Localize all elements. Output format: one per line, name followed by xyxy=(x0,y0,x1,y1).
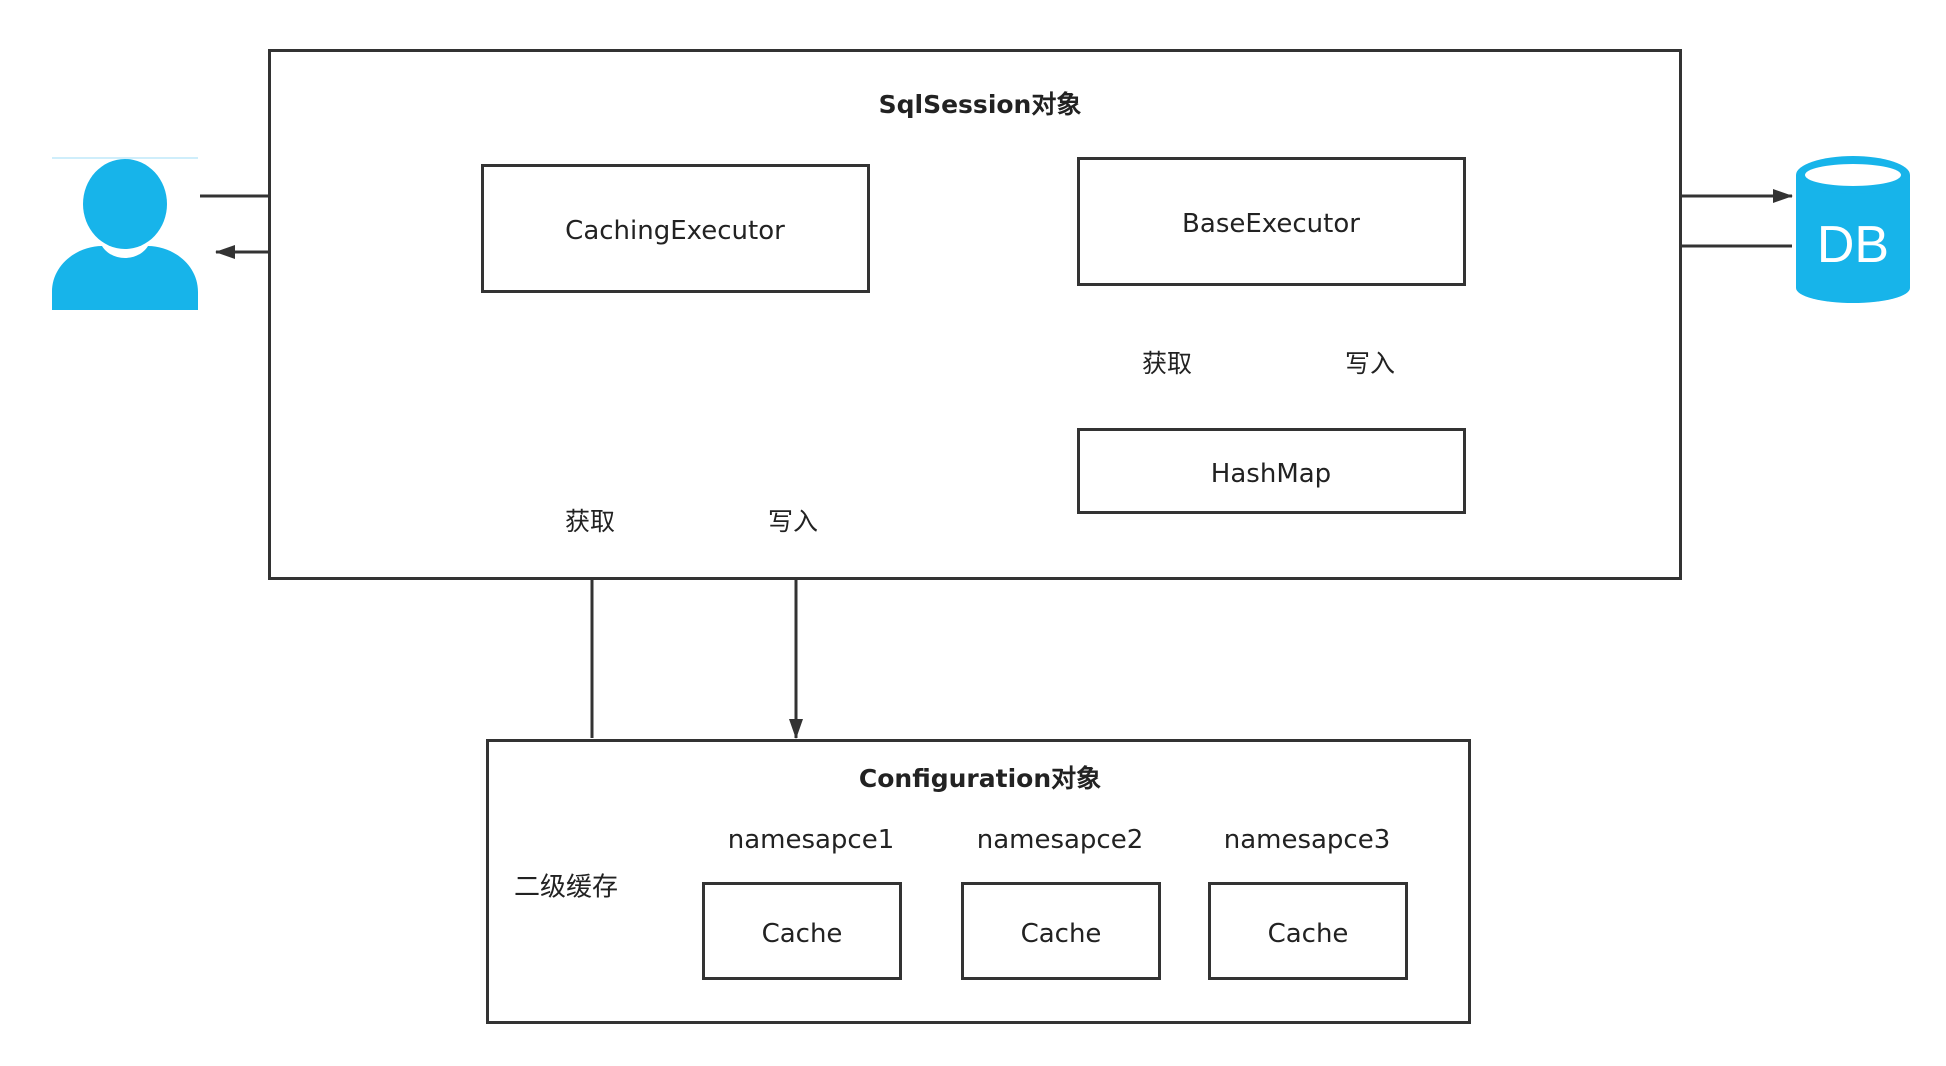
edge-label-config-get: 获取 xyxy=(562,500,618,540)
sqlsession-frame xyxy=(268,49,1682,580)
cache-label: Cache xyxy=(761,919,843,949)
sqlsession-title: SqlSession对象 xyxy=(878,90,1082,119)
hashmap-node[interactable] xyxy=(1077,428,1466,514)
configuration-title: Configuration对象 xyxy=(858,764,1102,793)
database-icon xyxy=(1796,156,1910,303)
database-label: DB xyxy=(1816,216,1890,274)
edge-label-hashmap-write: 写入 xyxy=(1342,342,1398,382)
base-executor-node[interactable] xyxy=(1077,157,1466,286)
base-executor-label: BaseExecutor xyxy=(1182,209,1360,239)
namespace-label: namesapce1 xyxy=(727,825,895,855)
cache-label: Cache xyxy=(1267,919,1349,949)
edge-label-hashmap-get: 获取 xyxy=(1139,342,1195,382)
cache-label: Cache xyxy=(1020,919,1102,949)
edge-label-config-write: 写入 xyxy=(765,500,821,540)
namespace-label: namesapce2 xyxy=(976,825,1144,855)
namespace-label: namesapce3 xyxy=(1223,825,1391,855)
caching-executor-label: CachingExecutor xyxy=(565,216,785,246)
caching-executor-node[interactable] xyxy=(481,164,870,293)
cache-box[interactable] xyxy=(961,882,1161,980)
hashmap-label: HashMap xyxy=(1210,459,1332,489)
cache-box[interactable] xyxy=(1208,882,1408,980)
user-icon xyxy=(52,157,198,310)
cache-box[interactable] xyxy=(702,882,902,980)
second-level-cache-label: 二级缓存 xyxy=(513,872,619,903)
